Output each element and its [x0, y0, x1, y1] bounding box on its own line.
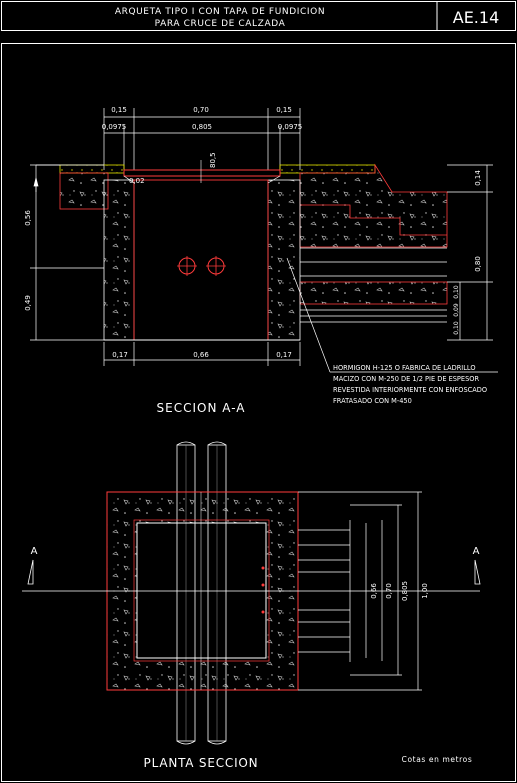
inner-dim-1: 0,02 — [129, 177, 145, 185]
cut-label-left: A — [31, 546, 38, 557]
cut-label-right: A — [473, 546, 480, 557]
plan-right-dimensions — [298, 491, 422, 691]
inner-dim-2: 80,5 — [209, 152, 217, 168]
note-line-2: MACIZO CON M-250 DE 1/2 PIE DE ESPESOR — [333, 375, 479, 383]
right-dim-1: 0,14 — [474, 170, 482, 186]
cut-marker-left: A — [27, 546, 38, 585]
right-dimensions — [447, 164, 493, 341]
drawing-frame — [1, 43, 516, 782]
plan-dim-4: 1,00 — [421, 583, 429, 599]
plan-box-inner — [136, 522, 267, 659]
top-dim-3: 0,15 — [276, 106, 292, 114]
plan-pipes-horizontal — [298, 520, 351, 662]
bottom-dim-2: 0,66 — [193, 351, 209, 359]
left-dim-2: 0,49 — [24, 295, 32, 311]
top-dim-1: 0,15 — [111, 106, 127, 114]
box-walls — [103, 179, 301, 341]
right-dim-4: 0,09 — [453, 303, 460, 317]
plan-pipes-vertical — [176, 441, 227, 745]
top-dim-4: 0,0975 — [102, 123, 127, 131]
note-leader — [286, 257, 331, 373]
cast-iron-cover — [123, 160, 281, 184]
title-line-2: PARA CRUCE DE CALZADA — [155, 19, 286, 29]
plan-dim-1: 0,66 — [370, 583, 378, 599]
drawing-code: AE.14 — [453, 8, 500, 27]
bottom-dim-3: 0,17 — [276, 351, 292, 359]
title-block: ARQUETA TIPO I CON TAPA DE FUNDICION PAR… — [1, 1, 516, 31]
pipe-sections — [177, 256, 226, 276]
bottom-dimensions — [103, 342, 301, 366]
left-dimensions — [30, 164, 104, 341]
note-line-1: HORMIGON H-125 O FABRICA DE LADRILLO — [333, 364, 476, 372]
road-left — [36, 164, 125, 210]
plan-dim-3: 0,805 — [401, 581, 409, 601]
units-note: Cotas en metros — [402, 755, 473, 764]
right-dim-5: 0,10 — [453, 321, 460, 335]
cut-marker-right: A — [473, 546, 481, 585]
section-view: 0,15 0,70 0,15 0,0975 0,805 0,0975 — [24, 106, 498, 415]
top-dim-2: 0,70 — [193, 106, 209, 114]
top-dim-6: 0,0975 — [278, 123, 303, 131]
plan-title: PLANTA SECCION — [144, 756, 259, 770]
note-line-3: REVESTIDA INTERIORMENTE CON ENFOSCADO — [333, 386, 487, 394]
right-dim-2: 0,80 — [474, 256, 482, 272]
top-dim-5: 0,805 — [192, 123, 212, 131]
plan-frame — [133, 519, 270, 662]
bottom-dim-1: 0,17 — [112, 351, 128, 359]
plan-box-walls — [107, 492, 298, 690]
plan-dim-2: 0,70 — [385, 583, 393, 599]
title-line-1: ARQUETA TIPO I CON TAPA DE FUNDICION — [115, 7, 325, 17]
left-dim-1: 0,56 — [24, 210, 32, 226]
pipe-markers — [261, 566, 265, 614]
top-dimensions — [103, 108, 301, 170]
note-line-4: FRATASADO CON M-450 — [333, 397, 412, 405]
road-right — [279, 163, 448, 323]
section-title: SECCION A-A — [157, 401, 246, 415]
plan-view: 0,66 0,70 0,805 1,00 A A PLANTA SECCION … — [22, 441, 481, 770]
right-dim-3: 0,10 — [453, 285, 460, 299]
